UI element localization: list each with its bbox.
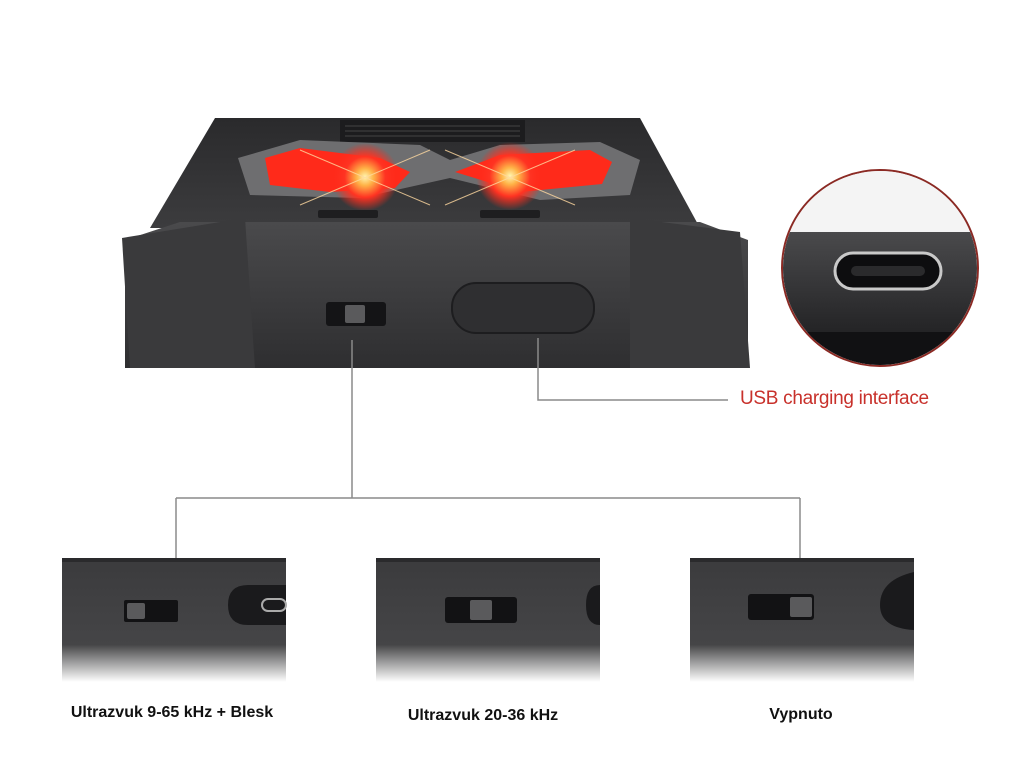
usb-charging-label: USB charging interface: [740, 388, 929, 409]
switch-panel-1: [62, 558, 287, 682]
mode-caption-ultrasound-flash: Ultrazvuk 9-65 kHz + Blesk: [70, 704, 274, 721]
usb-port-closeup: [781, 169, 979, 367]
switch-panel-2: [376, 558, 600, 682]
repeller-device: [122, 118, 750, 368]
mode-caption-off: Vypnuto: [769, 706, 833, 723]
mode-caption-ultrasound: Ultrazvuk 20-36 kHz: [407, 707, 559, 724]
leader-lines: [175, 338, 801, 558]
switch-panel-3: [690, 558, 914, 682]
